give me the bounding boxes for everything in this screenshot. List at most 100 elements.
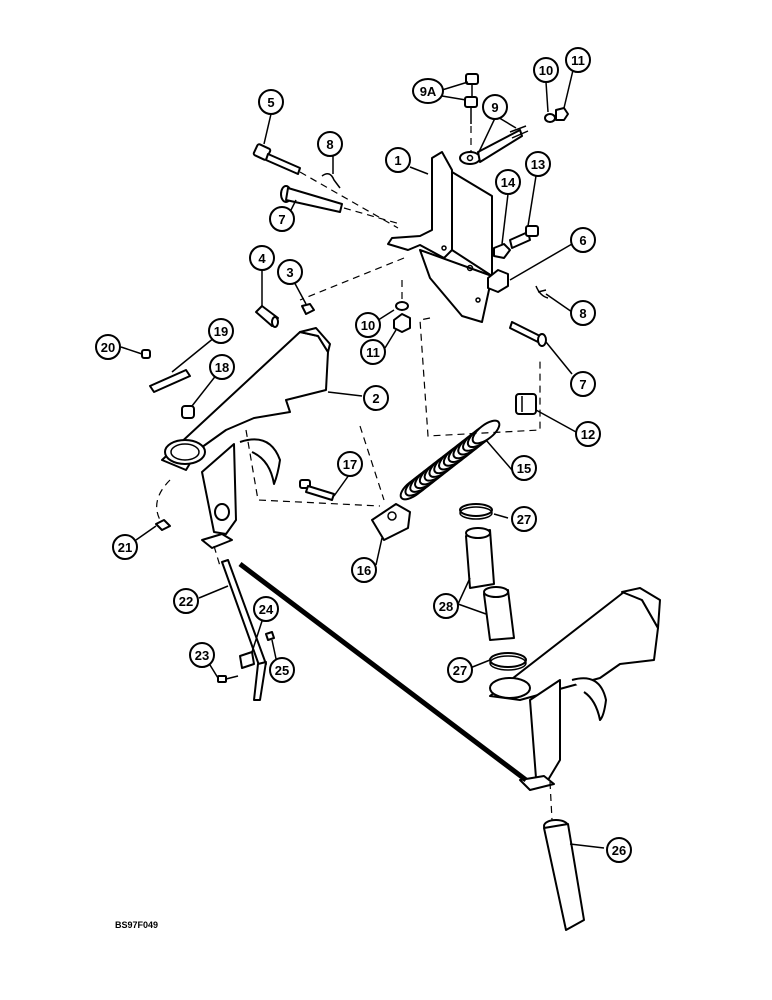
svg-text:27: 27	[453, 663, 467, 678]
bolt-17	[299, 479, 335, 501]
hose-upper	[465, 527, 495, 589]
svg-text:27: 27	[517, 512, 531, 527]
figure-code: BS97F049	[115, 920, 158, 930]
spacer-tube	[255, 305, 279, 328]
callout-23: 23	[189, 642, 215, 668]
svg-text:8: 8	[326, 137, 333, 152]
nut-21	[155, 519, 171, 531]
callout-20: 20	[95, 334, 121, 360]
callout-7a: 7	[269, 206, 295, 232]
callout-26: 26	[606, 837, 632, 863]
svg-text:10: 10	[539, 63, 553, 78]
callout-4: 4	[249, 245, 275, 271]
callout-11b: 11	[360, 339, 386, 365]
callout-21: 21	[112, 534, 138, 560]
callout-27b: 27	[447, 657, 473, 683]
svg-text:3: 3	[286, 265, 293, 280]
long-bolt	[252, 143, 399, 229]
svg-text:22: 22	[179, 594, 193, 609]
callout-18: 18	[209, 354, 235, 380]
svg-text:24: 24	[259, 602, 274, 617]
dashed-guide	[213, 545, 221, 567]
callout-16: 16	[351, 557, 377, 583]
callout-24: 24	[253, 596, 279, 622]
clevis-pin-lower	[509, 321, 547, 347]
callout-13: 13	[525, 151, 551, 177]
svg-text:12: 12	[581, 427, 595, 442]
clip-24	[239, 651, 255, 669]
svg-text:4: 4	[258, 251, 266, 266]
nut-3	[301, 303, 315, 315]
bolt-13	[509, 225, 539, 249]
spring	[399, 419, 501, 501]
svg-text:14: 14	[501, 175, 516, 190]
callout-8b: 8	[570, 300, 596, 326]
callout-17: 17	[337, 451, 363, 477]
svg-text:18: 18	[215, 360, 229, 375]
hose-lower	[483, 586, 515, 641]
nut-14	[493, 243, 511, 259]
dashed-guide	[359, 425, 385, 501]
svg-text:9: 9	[491, 100, 498, 115]
svg-text:17: 17	[343, 457, 357, 472]
svg-text:25: 25	[275, 663, 289, 678]
bolt-23	[217, 675, 239, 683]
cotter-pin-lower	[535, 285, 549, 299]
leader-lines	[120, 65, 605, 849]
hose-clamp-lower	[489, 652, 527, 671]
assembly-indicator-line	[238, 562, 528, 782]
nut-25	[265, 631, 275, 641]
hose-clamp-upper	[459, 503, 493, 520]
svg-text:7: 7	[278, 212, 285, 227]
mounting-bracket	[387, 151, 493, 323]
block-12	[515, 393, 537, 415]
svg-text:7: 7	[579, 377, 586, 392]
svg-text:9A: 9A	[420, 84, 437, 99]
svg-text:21: 21	[118, 540, 132, 555]
callout-19: 19	[208, 318, 234, 344]
callout-14: 14	[495, 169, 521, 195]
svg-text:28: 28	[439, 599, 453, 614]
callout-6: 6	[570, 227, 596, 253]
cotter-pin-upper	[321, 173, 341, 189]
callout-11a: 11	[565, 47, 591, 73]
callout-22: 22	[173, 588, 199, 614]
svg-text:20: 20	[101, 340, 115, 355]
callout-8a: 8	[317, 131, 343, 157]
callout-1: 1	[385, 147, 411, 173]
callout-27a: 27	[511, 506, 537, 532]
plate-19	[149, 369, 191, 393]
callout-9: 9	[482, 94, 508, 120]
dashed-guide	[299, 257, 405, 301]
svg-text:15: 15	[517, 461, 531, 476]
clevis-pin-upper	[280, 185, 401, 225]
rod-end	[459, 125, 529, 165]
callout-9a: 9A	[412, 78, 444, 104]
callout-10a: 10	[533, 57, 559, 83]
svg-text:11: 11	[366, 345, 380, 360]
callout-28: 28	[433, 593, 459, 619]
callout-7b: 7	[570, 371, 596, 397]
dashed-guide	[419, 317, 541, 437]
spring-coil	[471, 419, 501, 445]
bolt-20	[141, 349, 151, 359]
washer-nut-upper	[544, 107, 569, 123]
callout-25: 25	[269, 657, 295, 683]
svg-text:10: 10	[361, 318, 375, 333]
svg-text:23: 23	[195, 648, 209, 663]
knife-point	[543, 819, 585, 931]
callout-12: 12	[575, 421, 601, 447]
svg-text:26: 26	[612, 843, 626, 858]
svg-text:2: 2	[372, 391, 379, 406]
clevis	[371, 503, 411, 541]
callout-3: 3	[277, 259, 303, 285]
dashed-guide	[549, 781, 553, 821]
svg-text:11: 11	[571, 53, 585, 68]
callout-2: 2	[363, 385, 389, 411]
svg-text:5: 5	[267, 95, 274, 110]
callout-5: 5	[258, 89, 284, 115]
bushing	[181, 405, 195, 419]
svg-text:13: 13	[531, 157, 545, 172]
